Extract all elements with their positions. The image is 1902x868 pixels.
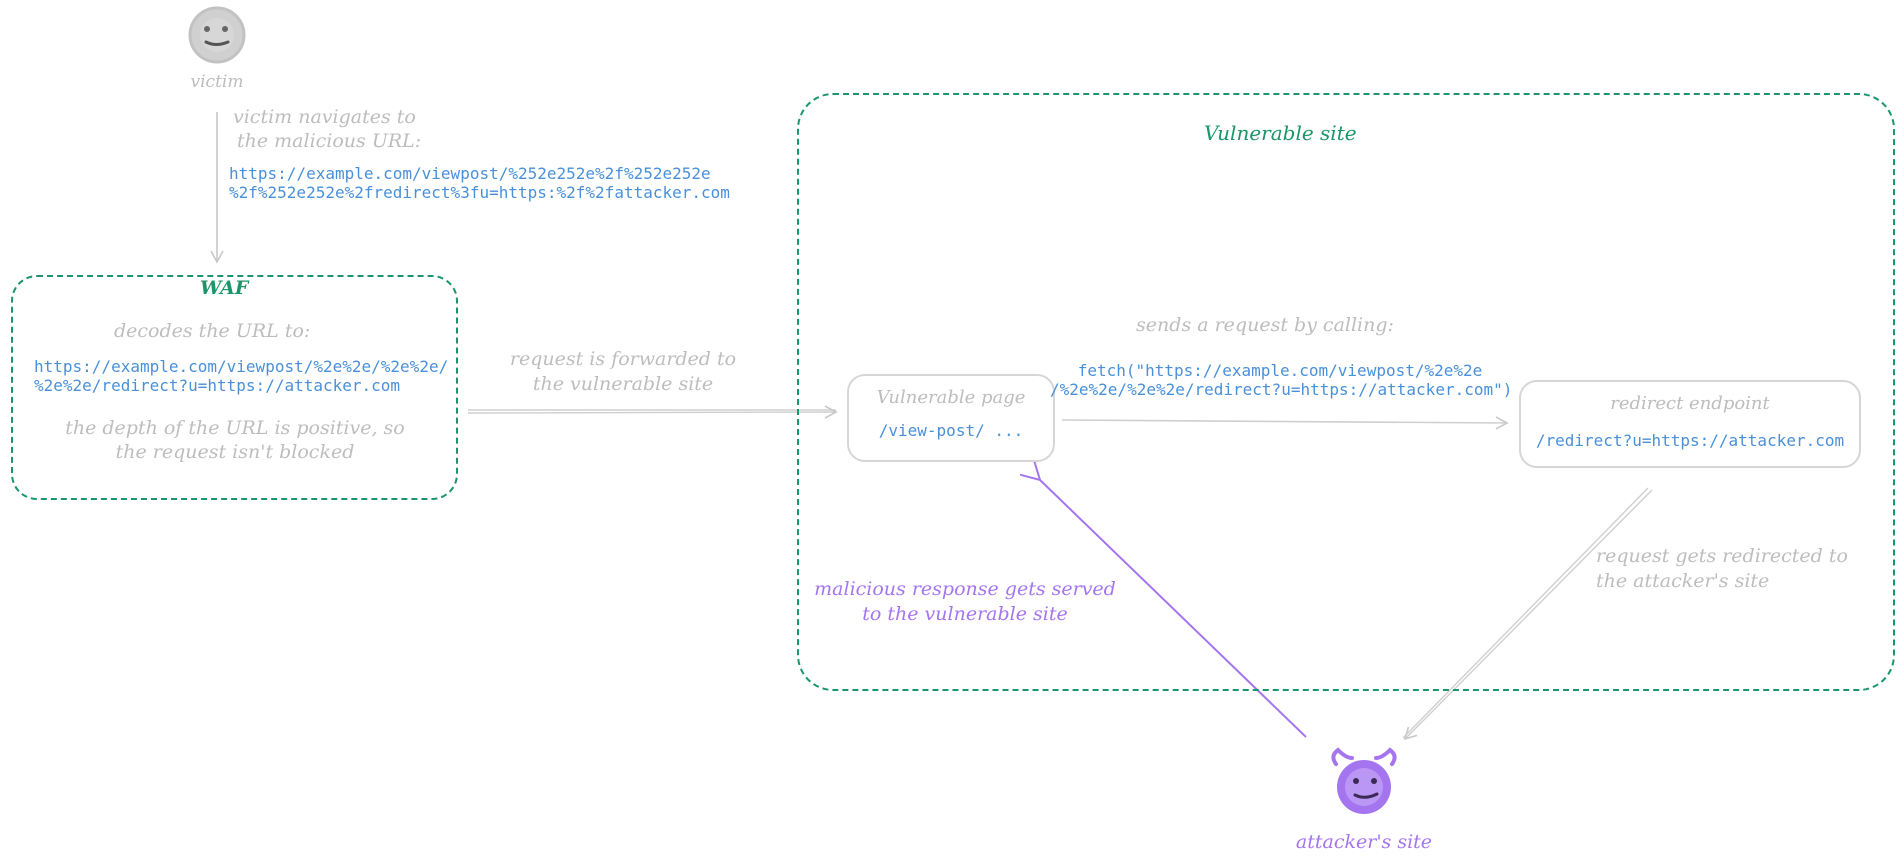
step1-caption-line1: victim navigates to (233, 106, 416, 128)
vulnerable-page-path: /view-post/ ... (878, 421, 1024, 440)
attacker-label: attacker's site (1295, 831, 1433, 853)
victim-face-icon (188, 6, 246, 64)
arrow-attacker-to-vulnerable-page (1040, 480, 1307, 738)
redirect-endpoint-title: redirect endpoint (1610, 393, 1770, 414)
waf-zone (11, 275, 458, 500)
malicious-url-line2: %2f%252e252e%2fredirect%3fu=https:%2f%2f… (229, 183, 730, 202)
waf-note-line2: the request isn't blocked (115, 441, 355, 463)
malicious-caption-line1: malicious response gets served (814, 578, 1116, 600)
fetch-code-line1: fetch("https://example.com/viewpost/%2e%… (1077, 361, 1483, 380)
arrow-waf-to-vulnerable-page (467, 405, 838, 419)
malicious-caption-line2: to the vulnerable site (862, 603, 1068, 625)
vulnerable-site-title: Vulnerable site (1204, 121, 1357, 145)
waf-decoded-url-line2: %2e%2e/redirect?u=https://attacker.com (34, 376, 401, 395)
forward-caption-line2: the vulnerable site (532, 373, 714, 395)
victim-label: victim (190, 72, 244, 92)
waf-title: WAF (200, 277, 249, 299)
waf-decoded-url-line1: https://example.com/viewpost/%2e%2e/%2e%… (34, 357, 449, 376)
waf-decode-label: decodes the URL to: (114, 320, 311, 342)
attacker-devil-face-icon (1331, 747, 1397, 814)
fetch-caption: sends a request by calling: (1136, 314, 1394, 336)
arrow-page-to-redirect-endpoint (1061, 416, 1509, 430)
step1-caption-line2: the malicious URL: (237, 130, 422, 152)
malicious-url-line1: https://example.com/viewpost/%252e252e%2… (229, 164, 711, 183)
vulnerable-page-box (847, 374, 1055, 462)
fetch-code-line2: /%2e%2e/%2e%2e/redirect?u=https://attack… (1050, 380, 1513, 399)
vulnerable-page-title: Vulnerable page (876, 387, 1026, 408)
arrow-redirect-to-attacker (1402, 487, 1653, 741)
redirected-caption-line2: the attacker's site (1596, 570, 1770, 592)
vulnerable-site-zone (797, 93, 1895, 691)
redirect-endpoint-path: /redirect?u=https://attacker.com (1535, 431, 1845, 450)
redirected-caption-line1: request gets redirected to (1596, 545, 1848, 567)
waf-note-line1: the depth of the URL is positive, so (65, 417, 405, 439)
redirect-endpoint-box (1519, 380, 1861, 468)
forward-caption-line1: request is forwarded to (509, 348, 737, 370)
